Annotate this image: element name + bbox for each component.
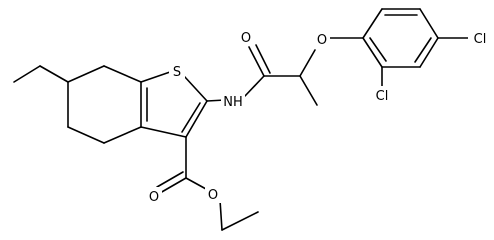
bond <box>299 49 316 77</box>
bond <box>369 37 387 62</box>
bond <box>13 65 41 83</box>
bond <box>140 126 187 138</box>
bond <box>419 37 439 68</box>
amine-nh-label: NH <box>223 95 243 110</box>
bond <box>183 75 208 102</box>
bond <box>414 37 432 63</box>
atom-label-layer: S NH O O Cl Cl O O <box>146 28 490 205</box>
bond <box>103 65 142 83</box>
bond <box>140 71 171 83</box>
bond-layer <box>13 8 470 231</box>
sulfur-atom-label: S <box>173 65 181 80</box>
ether-oxygen-label: O <box>317 33 327 48</box>
para-chlorine-label: Cl <box>474 32 487 47</box>
bond <box>181 102 201 133</box>
bond <box>255 44 271 74</box>
bond <box>67 126 105 144</box>
amide-oxygen-label: O <box>241 31 251 46</box>
bond <box>244 75 265 97</box>
ester-alkoxy-oxygen-label: O <box>208 188 218 203</box>
bond <box>185 177 207 190</box>
bond <box>67 65 105 83</box>
bond <box>103 126 142 144</box>
bond <box>419 8 439 39</box>
ortho-chlorine-label: Cl <box>376 89 389 104</box>
bond <box>156 171 184 188</box>
bond <box>362 37 383 68</box>
bond <box>221 211 259 231</box>
bond <box>219 199 223 231</box>
bond <box>248 46 265 77</box>
bond <box>299 75 318 106</box>
bond <box>39 65 69 83</box>
bond <box>362 8 383 39</box>
bond <box>185 100 208 138</box>
bond <box>159 177 187 194</box>
ester-carbonyl-oxygen-label: O <box>149 190 159 205</box>
